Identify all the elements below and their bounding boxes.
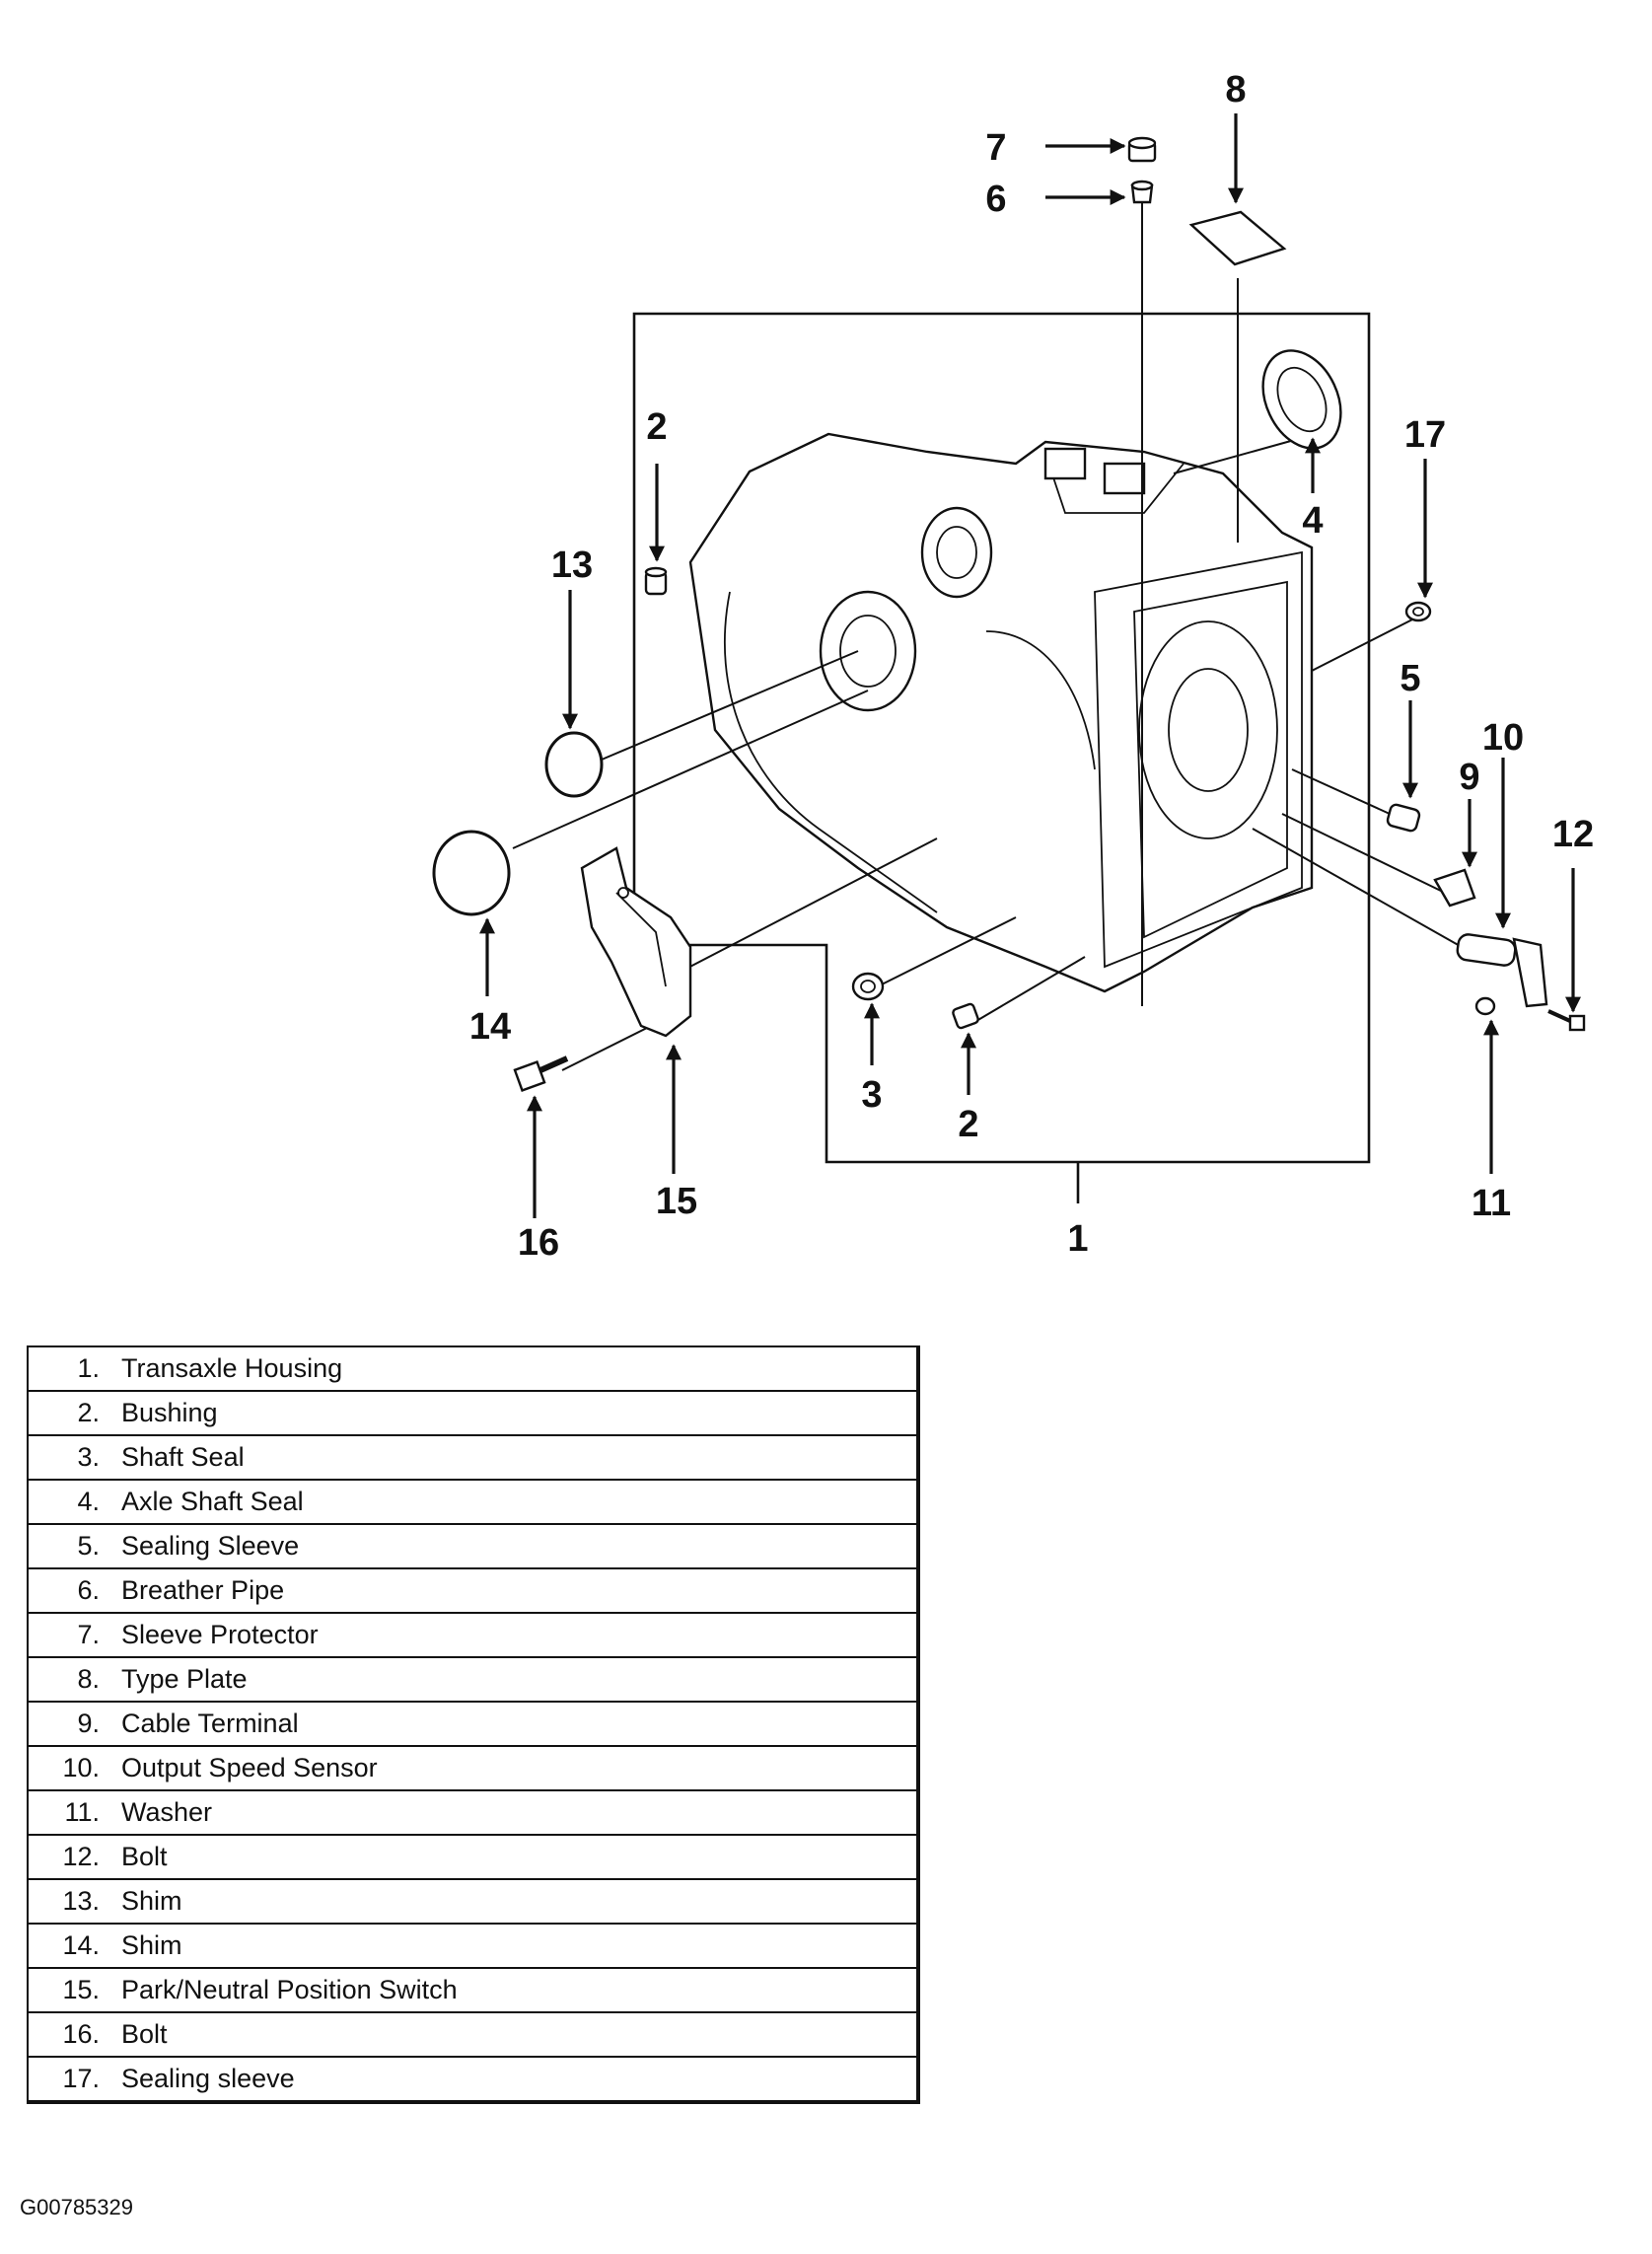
legend-part-name: Sealing sleeve <box>121 2057 918 2103</box>
legend-row: 17.Sealing sleeve <box>28 2057 918 2103</box>
exploded-view-diagram: 1 2 2 3 4 5 6 7 8 9 10 11 12 13 14 15 16… <box>432 69 1594 1264</box>
callout-5: 5 <box>1400 658 1420 699</box>
bushing-part-lower <box>952 1002 979 1030</box>
callout-2-upper: 2 <box>646 406 667 448</box>
callout-11: 11 <box>1472 1183 1511 1224</box>
washer-part <box>1474 996 1496 1016</box>
type-plate-part <box>1188 210 1287 266</box>
legend-part-name: Shim <box>121 1879 918 1925</box>
legend-number: 11. <box>28 1790 121 1836</box>
callout-15: 15 <box>656 1181 697 1222</box>
callout-14: 14 <box>469 1006 511 1048</box>
sleeve-protector-part <box>1127 136 1157 163</box>
legend-part-name: Bolt <box>121 2012 918 2058</box>
legend-part-name: Type Plate <box>121 1657 918 1703</box>
legend-part-name: Breather Pipe <box>121 1568 918 1614</box>
legend-row: 1.Transaxle Housing <box>28 1346 918 1392</box>
callout-12: 12 <box>1552 814 1594 855</box>
legend-number: 9. <box>28 1702 121 1747</box>
legend-part-name: Cable Terminal <box>121 1702 918 1747</box>
cable-terminal-part <box>1433 868 1476 908</box>
sealing-sleeve-17-part <box>1404 601 1432 622</box>
callout-16: 16 <box>518 1222 559 1264</box>
legend-row: 13.Shim <box>28 1879 918 1925</box>
legend-part-name: Sealing Sleeve <box>121 1524 918 1569</box>
callout-10: 10 <box>1482 717 1524 759</box>
sealing-sleeve-5-part <box>1386 803 1421 833</box>
legend-number: 5. <box>28 1524 121 1569</box>
legend-row: 16.Bolt <box>28 2012 918 2058</box>
legend-part-name: Sleeve Protector <box>121 1613 918 1658</box>
figure-id: G00785329 <box>20 2195 133 2219</box>
callout-7: 7 <box>985 127 1006 169</box>
park-neutral-switch-part <box>580 846 692 1038</box>
callout-9: 9 <box>1459 757 1479 798</box>
breather-pipe-part <box>1130 180 1154 204</box>
legend-row: 5.Sealing Sleeve <box>28 1524 918 1569</box>
bolt-12-part <box>1547 1009 1586 1032</box>
legend-number: 4. <box>28 1480 121 1525</box>
legend-number: 14. <box>28 1924 121 1969</box>
legend-row: 9.Cable Terminal <box>28 1702 918 1747</box>
legend-row: 10.Output Speed Sensor <box>28 1746 918 1791</box>
legend-row: 3.Shaft Seal <box>28 1435 918 1481</box>
leader-lines <box>512 202 1463 1071</box>
bushing-part-upper <box>644 566 668 596</box>
legend-row: 12.Bolt <box>28 1835 918 1880</box>
legend-part-name: Bolt <box>121 1835 918 1880</box>
legend-row: 6.Breather Pipe <box>28 1568 918 1614</box>
transaxle-housing <box>688 432 1314 993</box>
legend-part-name: Transaxle Housing <box>121 1346 918 1392</box>
shaft-seal-part <box>851 972 885 1001</box>
callout-3: 3 <box>861 1074 882 1116</box>
callout-13: 13 <box>551 545 593 586</box>
bolt-16-part <box>513 1055 569 1092</box>
legend-part-name: Axle Shaft Seal <box>121 1480 918 1525</box>
legend-number: 15. <box>28 1968 121 2013</box>
axle-shaft-seal-part <box>1261 349 1342 450</box>
legend-part-name: Park/Neutral Position Switch <box>121 1968 918 2013</box>
legend-part-name: Shim <box>121 1924 918 1969</box>
callout-arrows <box>479 113 1581 1218</box>
legend-row: 14.Shim <box>28 1924 918 1969</box>
legend-number: 10. <box>28 1746 121 1791</box>
legend-row: 15.Park/Neutral Position Switch <box>28 1968 918 2013</box>
legend-number: 17. <box>28 2057 121 2103</box>
callout-17: 17 <box>1404 414 1446 456</box>
callout-4: 4 <box>1302 500 1323 542</box>
callout-1: 1 <box>1067 1218 1088 1260</box>
legend-number: 8. <box>28 1657 121 1703</box>
output-speed-sensor-part <box>1456 933 1548 1008</box>
callout-6: 6 <box>985 179 1006 220</box>
legend-part-name: Bushing <box>121 1391 918 1436</box>
legend-number: 3. <box>28 1435 121 1481</box>
shim-part-13 <box>544 731 604 798</box>
legend-row: 11.Washer <box>28 1790 918 1836</box>
legend-row: 4.Axle Shaft Seal <box>28 1480 918 1525</box>
legend-number: 12. <box>28 1835 121 1880</box>
legend-row: 7.Sleeve Protector <box>28 1613 918 1658</box>
legend-row: 2.Bushing <box>28 1391 918 1436</box>
legend-number: 7. <box>28 1613 121 1658</box>
callout-2-lower: 2 <box>958 1104 978 1145</box>
legend-number: 1. <box>28 1346 121 1392</box>
legend-number: 2. <box>28 1391 121 1436</box>
legend-number: 16. <box>28 2012 121 2058</box>
shim-part-14 <box>432 830 511 916</box>
callout-8: 8 <box>1225 69 1246 110</box>
legend-number: 6. <box>28 1568 121 1614</box>
legend-part-name: Shaft Seal <box>121 1435 918 1481</box>
legend-part-name: Washer <box>121 1790 918 1836</box>
legend-row: 8.Type Plate <box>28 1657 918 1703</box>
legend-number: 13. <box>28 1879 121 1925</box>
legend-part-name: Output Speed Sensor <box>121 1746 918 1791</box>
